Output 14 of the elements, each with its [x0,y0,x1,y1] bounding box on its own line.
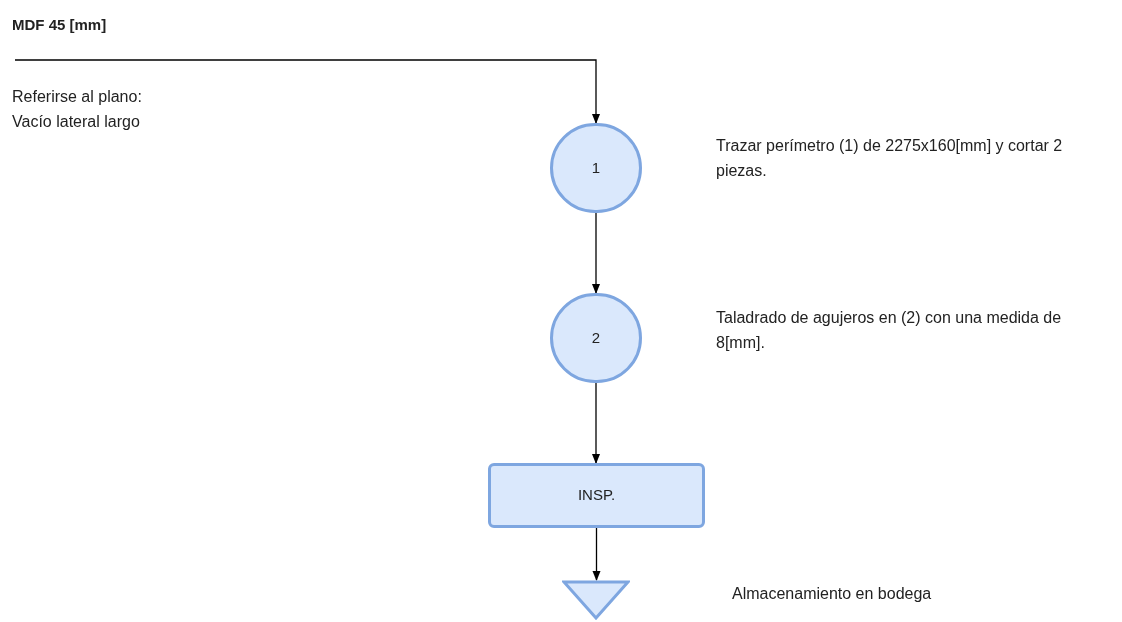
inspection-box [488,463,705,528]
step-description: Taladrado de agujeros en (2) con una medida de 8[mm]. [716,308,1063,353]
arrow [14,59,600,124]
arrow [592,212,600,294]
node-label: 1 [591,157,601,178]
arrow [592,382,600,464]
note-text: Referirse al plano: Vacío lateral largo [12,87,143,132]
title: MDF 45 [mm] [12,15,107,35]
step-description: Trazar perímetro (1) de 2275x160[mm] y cortar 2 piezas. [716,136,1064,181]
node-label: 2 [591,327,601,348]
storage-triangle [562,580,630,620]
step-description: Almacenamiento en bodega [732,584,933,604]
node-label: INSP. [577,485,616,506]
arrow [592,527,601,581]
